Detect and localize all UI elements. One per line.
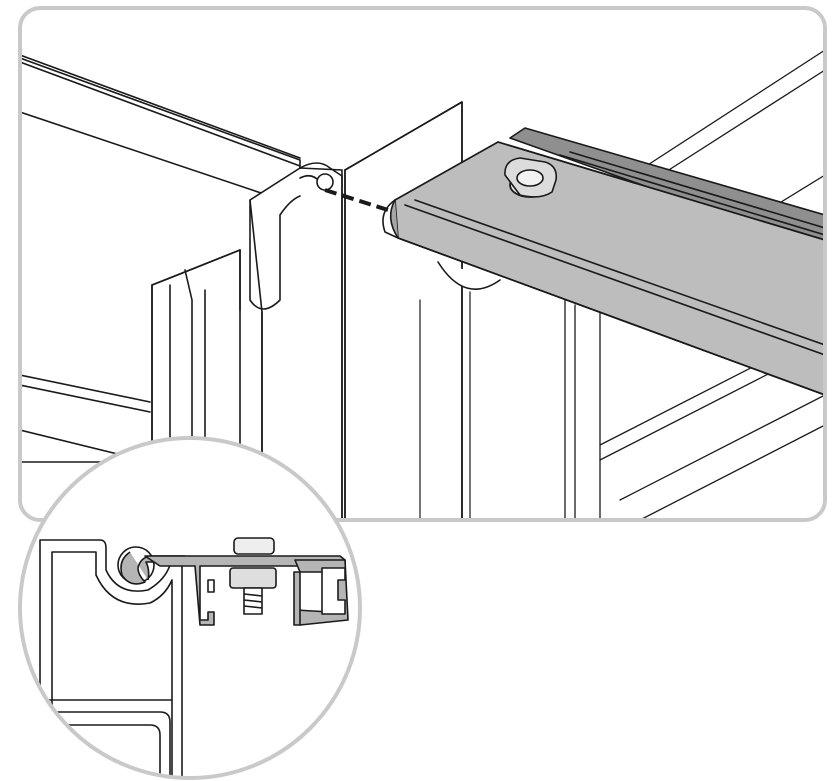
rail-section [117, 546, 349, 626]
frame-profile-section [39, 539, 183, 776]
insertion-path-icon [324, 188, 389, 212]
bolt-with-square-nut-icon [504, 157, 558, 198]
vertical-panel-centre [344, 101, 471, 520]
detail-magnifier [18, 436, 362, 780]
bolt-section-icon [229, 537, 277, 615]
aluminium-rail [382, 127, 825, 396]
main-view [20, 8, 825, 520]
panel-notch [437, 261, 501, 290]
main-view-frame [18, 6, 827, 522]
